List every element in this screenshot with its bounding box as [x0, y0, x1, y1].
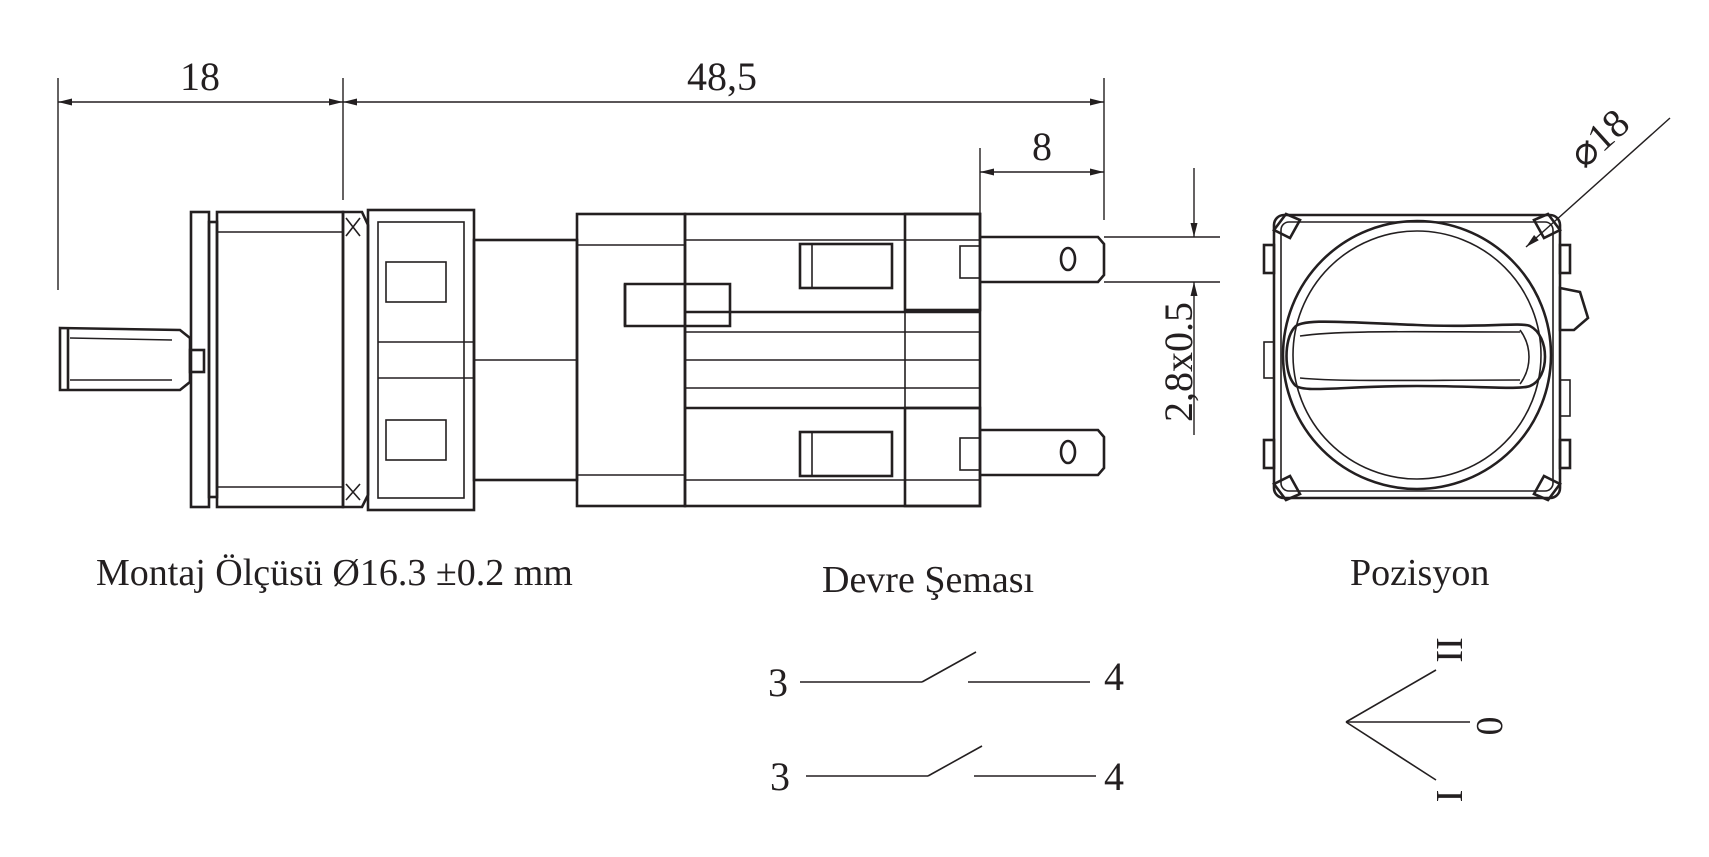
position-middle: 0 — [1469, 717, 1511, 736]
circuit-row1-left: 3 — [768, 660, 788, 705]
dim-shaft-length: 18 — [180, 54, 220, 99]
dim-diameter: ⌀18 — [1560, 100, 1638, 176]
position-upper: II — [1429, 637, 1471, 662]
caption-mounting: Montaj Ölçüsü Ø16.3 ±0.2 mm — [96, 552, 573, 594]
switch-side-view — [58, 208, 1106, 512]
caption-circuit: Devre Şeması — [822, 559, 1034, 601]
position-lower: I — [1429, 790, 1471, 803]
dimension-lines — [57, 78, 1220, 435]
position-diagram — [1345, 669, 1470, 781]
circuit-row2-right: 4 — [1104, 754, 1124, 799]
circuit-diagram — [800, 651, 1096, 777]
dim-terminal-length: 8 — [1032, 124, 1052, 169]
dim-terminal-size: 2,8x0.5 — [1156, 302, 1201, 422]
switch-front-view — [1262, 117, 1671, 502]
dim-body-length: 48,5 — [687, 54, 757, 99]
circuit-row1-right: 4 — [1104, 654, 1124, 699]
caption-position: Pozisyon — [1350, 552, 1489, 594]
circuit-row2-left: 3 — [770, 754, 790, 799]
